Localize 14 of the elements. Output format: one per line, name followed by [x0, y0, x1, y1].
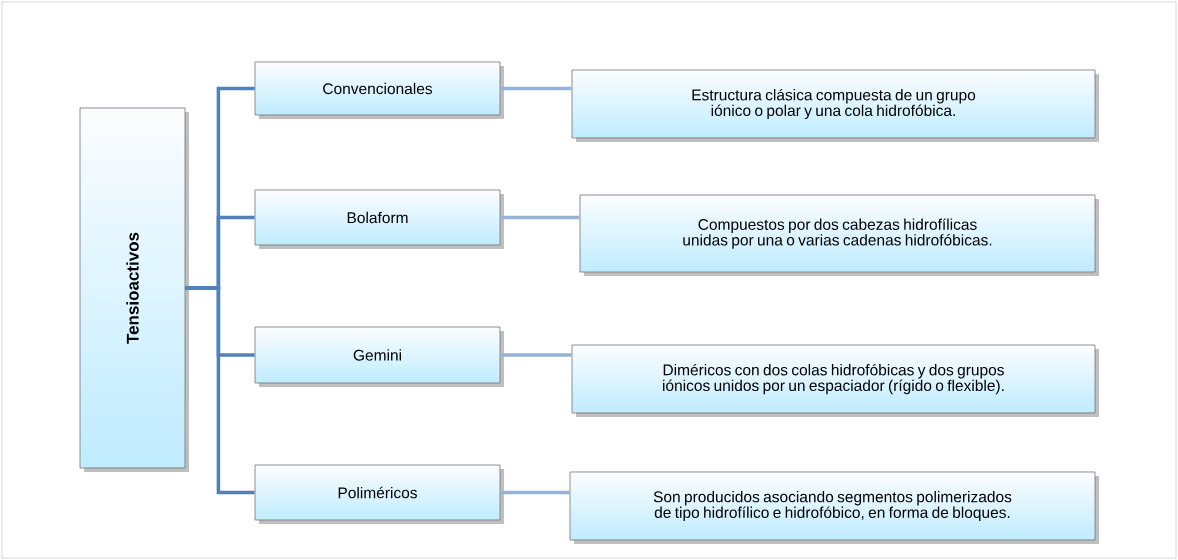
type-box: Convencionales	[254, 61, 501, 116]
connector-line	[500, 353, 572, 357]
category-box: Tensioactivos	[79, 107, 186, 469]
type-box: Bolaform	[254, 189, 501, 246]
description-box: Son producidos asociando segmentos polimerizados de tipo hidrofílico e hidrofóbico, en forma de bloques.	[569, 471, 1096, 541]
type-box: Poliméricos	[254, 464, 501, 521]
type-box: Gemini	[254, 326, 501, 384]
connector-line	[500, 490, 570, 495]
description-box: Diméricos con dos colas hidrofóbicas y dos grupos iónicos unidos por un espaciador (rígido o flexible).	[571, 344, 1096, 414]
description-box: Compuestos por dos cabezas hidrofílicas unidas por una o varias cadenas hidrofóbicas.	[579, 194, 1096, 273]
connector-line	[185, 286, 255, 495]
connector-line	[500, 215, 580, 220]
description-box: Estructura clásica compuesta de un grupo iónico o polar y una cola hidrofóbica.	[571, 69, 1096, 139]
connector-line	[500, 86, 572, 91]
